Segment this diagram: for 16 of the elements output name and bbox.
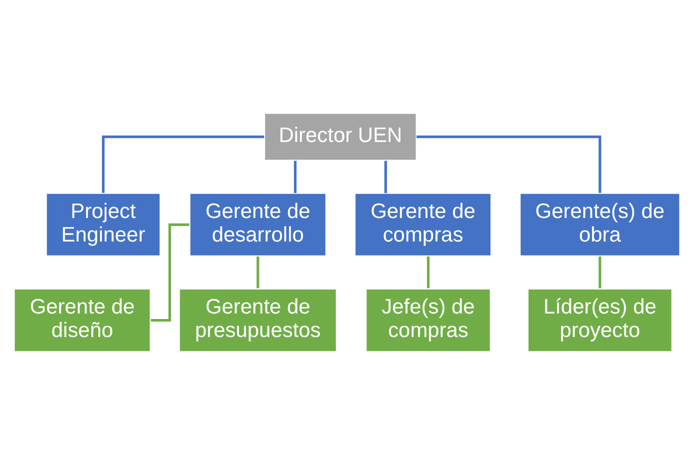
connector [416,135,602,192]
connector [598,256,602,288]
node-box: Gerente de desarrollo [189,192,327,256]
node-box: Director UEN [264,112,418,161]
connector [294,160,297,193]
connector [256,256,260,288]
connector [384,160,387,193]
node-box: Gerente(s) de obra [519,192,681,256]
connector [426,256,430,288]
connector [102,135,264,192]
node-box: Gerente de presupuestos [178,288,338,352]
node-box: Gerente de diseño [13,288,152,352]
node-box: Gerente de compras [354,192,492,256]
node-box: Project Engineer [46,192,161,256]
node-box: Jefe(s) de compras [365,288,492,352]
node-box: Líder(es) de proyecto [527,288,673,352]
